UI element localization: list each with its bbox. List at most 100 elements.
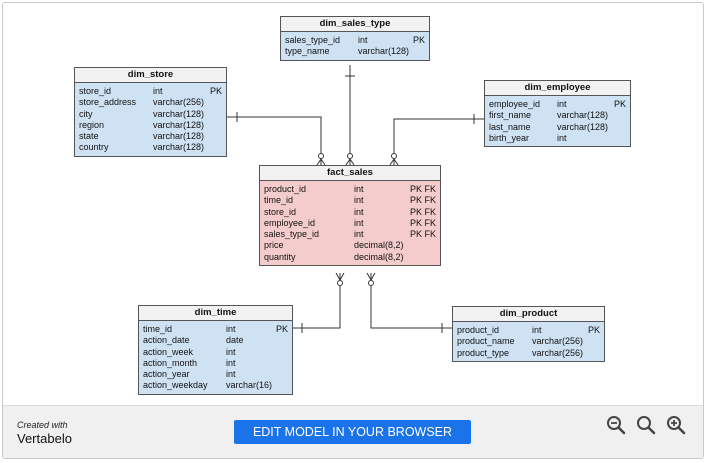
relationship-time — [293, 272, 345, 333]
column-key: PK — [275, 324, 288, 334]
column-type: int — [557, 132, 567, 143]
column-name: sales_type_id — [285, 35, 341, 45]
edit-model-button[interactable]: EDIT MODEL IN YOUR BROWSER — [234, 420, 471, 444]
column-type: decimal(8,2) — [354, 251, 404, 262]
table-row: last_name varchar(128) — [489, 122, 626, 133]
column-key: PK — [412, 35, 425, 45]
table-row: city varchar(128) — [79, 109, 222, 120]
zoom-in-icon[interactable] — [665, 414, 687, 436]
column-type: varchar(128) — [557, 121, 609, 132]
column-name: country — [79, 142, 109, 153]
column-type: int — [354, 184, 364, 194]
column-name: product_name — [457, 336, 515, 347]
column-name: city — [79, 108, 93, 119]
column-name: sales_type_id — [264, 229, 320, 240]
column-name: birth_year — [489, 132, 530, 143]
table-row: time_id int PK — [143, 324, 288, 335]
table-row: employee_id int PK — [489, 99, 626, 110]
table-row: sales_type_id int PK — [285, 35, 425, 46]
table-row: region varchar(128) — [79, 120, 222, 131]
relationship-sales-type — [345, 65, 355, 166]
column-name: type_name — [285, 46, 330, 57]
column-type: varchar(256) — [532, 336, 584, 347]
relationship-lines — [227, 65, 484, 333]
column-name: price — [264, 240, 284, 251]
table-row: action_week int — [143, 347, 288, 358]
column-name: action_weekday — [143, 380, 208, 391]
table-row: type_name varchar(128) — [285, 46, 425, 57]
column-name: region — [79, 119, 105, 130]
zoom-out-icon[interactable] — [605, 414, 627, 436]
table-row: country varchar(128) — [79, 142, 222, 153]
column-key: PK FK — [409, 195, 436, 206]
column-type: varchar(128) — [557, 110, 609, 121]
table-row: quantity decimal(8,2) — [264, 252, 436, 263]
column-type: int — [226, 324, 236, 334]
column-type: varchar(128) — [358, 46, 410, 57]
column-type: int — [354, 206, 364, 217]
column-type: varchar(128) — [153, 108, 205, 119]
vertabelo-logo[interactable]: Vertabelo — [17, 431, 72, 446]
column-key: PK — [587, 325, 600, 335]
table-dim-sales-type[interactable]: dim_sales_type sales_type_id int PK type… — [280, 16, 430, 61]
table-title: dim_sales_type — [281, 17, 429, 32]
column-type: int — [358, 35, 368, 45]
diagram-frame: dim_sales_type sales_type_id int PK type… — [2, 2, 704, 459]
column-name: store_id — [264, 206, 297, 217]
column-name: first_name — [489, 110, 532, 121]
column-type: int — [354, 195, 364, 206]
table-title: dim_time — [139, 306, 292, 321]
column-name: store_id — [79, 86, 112, 96]
diagram-canvas[interactable]: dim_sales_type sales_type_id int PK type… — [3, 3, 703, 405]
column-key: PK FK — [409, 184, 436, 194]
column-key: PK — [613, 99, 626, 109]
table-row: store_id int PK — [79, 86, 222, 97]
created-with-label: Created with — [17, 420, 68, 430]
relationship-product — [366, 272, 452, 333]
column-type: int — [153, 86, 163, 96]
column-name: time_id — [143, 324, 173, 334]
column-type: int — [532, 325, 542, 335]
column-type: varchar(128) — [153, 119, 205, 130]
table-row: product_name varchar(256) — [457, 336, 600, 347]
column-name: action_month — [143, 357, 198, 368]
column-type: int — [226, 357, 236, 368]
column-type: varchar(16) — [226, 380, 273, 391]
column-type: varchar(256) — [532, 347, 584, 358]
column-key: PK — [209, 86, 222, 96]
table-row: birth_year int — [489, 133, 626, 144]
column-key: PK FK — [409, 217, 436, 228]
column-name: action_week — [143, 346, 194, 357]
table-row: action_month int — [143, 358, 288, 369]
table-title: dim_product — [453, 307, 604, 322]
column-key: PK FK — [409, 229, 436, 240]
zoom-reset-icon[interactable] — [635, 414, 657, 436]
column-type: int — [557, 99, 567, 109]
table-title: dim_employee — [485, 81, 630, 96]
column-name: employee_id — [489, 99, 541, 109]
relationship-store — [227, 112, 326, 166]
column-name: quantity — [264, 251, 296, 262]
column-type: int — [354, 217, 364, 228]
column-type: int — [226, 346, 236, 357]
column-type: varchar(128) — [153, 142, 205, 153]
column-name: last_name — [489, 121, 531, 132]
table-row: first_name varchar(128) — [489, 110, 626, 121]
column-type: varchar(256) — [153, 97, 205, 108]
footer-bar: Created with Vertabelo EDIT MODEL IN YOU… — [3, 405, 703, 458]
